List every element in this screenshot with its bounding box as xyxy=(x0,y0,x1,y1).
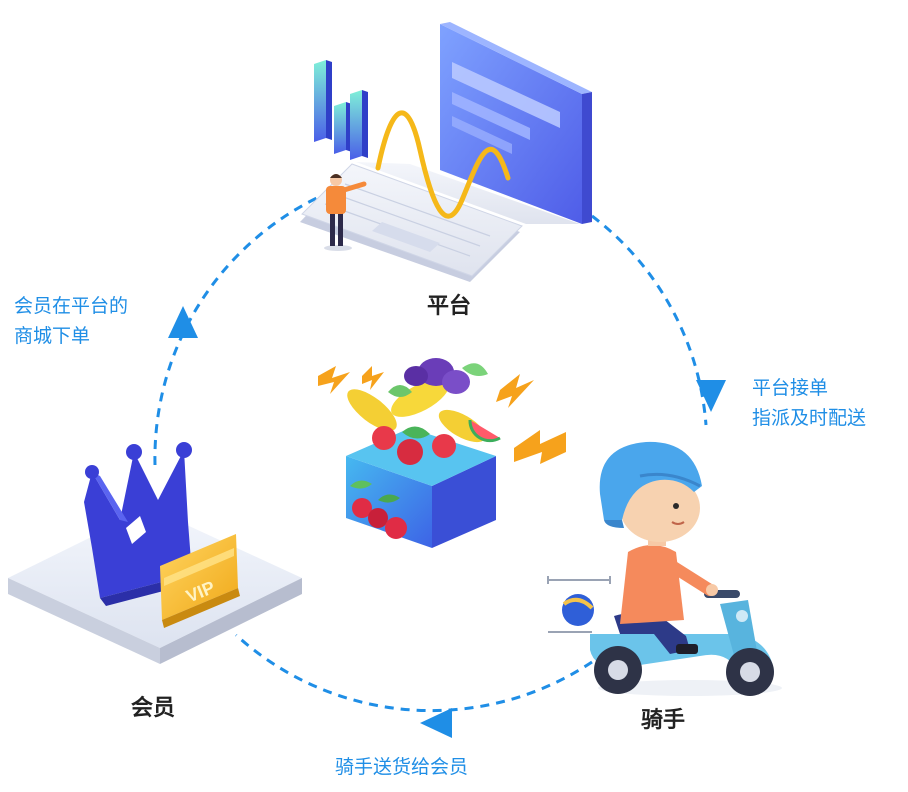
scooter-rider-icon xyxy=(547,441,782,696)
flow-arrowhead-bottom xyxy=(420,708,452,738)
rider-label: 骑手 xyxy=(641,708,686,733)
laptop-icon xyxy=(300,22,592,282)
step-platform-assign-line1: 平台接单 xyxy=(752,377,829,399)
presenter-person-icon xyxy=(324,174,367,251)
lightning-icon xyxy=(318,366,566,464)
platform-label: 平台 xyxy=(427,294,472,319)
bar-chart-icon xyxy=(314,60,368,160)
wave-line-icon xyxy=(375,110,511,219)
member-label: 会员 xyxy=(131,696,176,721)
fruit-basket-icon xyxy=(346,358,501,548)
flow-arrowhead-left xyxy=(168,306,198,338)
step-rider-deliver: 骑手送货给会员 xyxy=(335,752,468,782)
vip-card-icon: VIP xyxy=(160,534,240,628)
step-member-order-line2: 商城下单 xyxy=(14,325,91,347)
step-platform-assign: 平台接单 指派及时配送 xyxy=(752,373,866,433)
flow-arrowhead-right xyxy=(696,380,726,412)
flow-arc-rider-to-member xyxy=(234,633,593,713)
step-platform-assign-line2: 指派及时配送 xyxy=(752,407,867,429)
flow-arc-platform-to-rider xyxy=(591,214,708,426)
step-member-order-line1: 会员在平台的 xyxy=(14,295,129,317)
step-member-order: 会员在平台的 商城下单 xyxy=(14,291,128,351)
step-rider-deliver-line1: 骑手送货给会员 xyxy=(335,756,469,778)
